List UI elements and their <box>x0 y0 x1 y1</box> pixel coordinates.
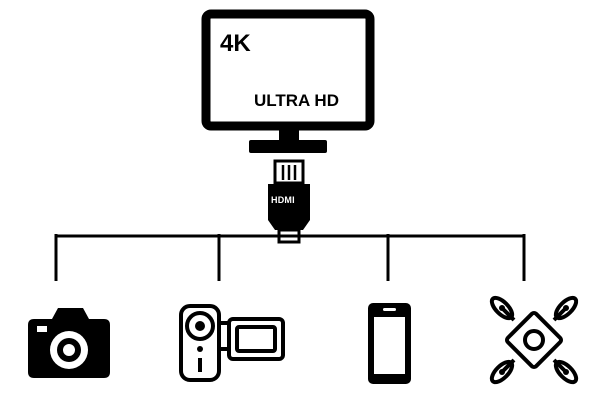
quality-label: ULTRA HD <box>254 91 339 110</box>
monitor-icon <box>201 9 375 153</box>
camera-icon <box>28 308 110 378</box>
connection-lines <box>54 234 526 281</box>
resolution-label: 4K <box>220 30 251 57</box>
camcorder-icon <box>179 304 285 382</box>
drone-icon <box>489 295 579 385</box>
hdmi-label: HDMI <box>271 195 295 205</box>
smartphone-icon <box>368 303 411 384</box>
